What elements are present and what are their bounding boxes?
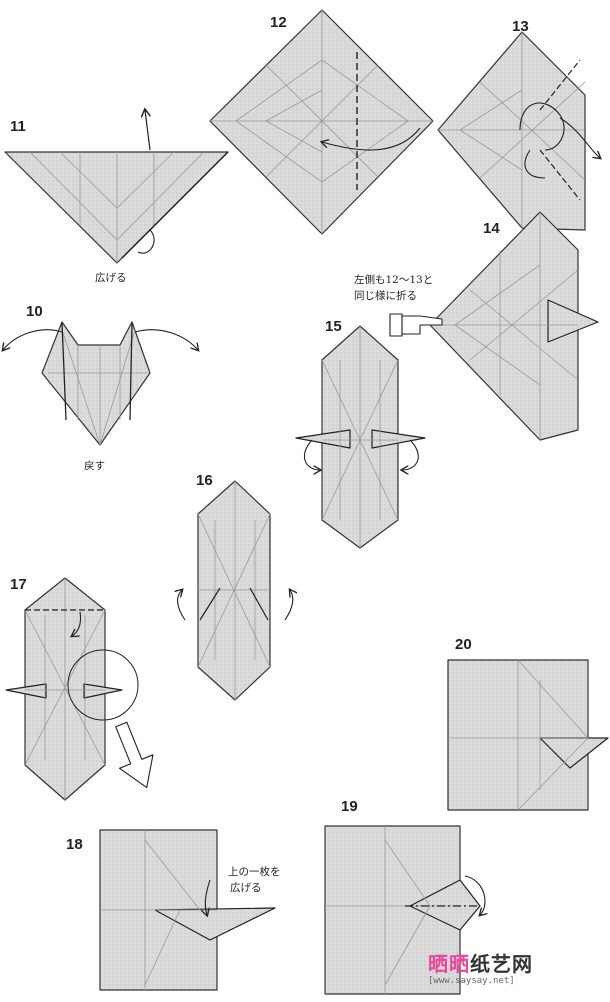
step-14-model: [429, 211, 599, 441]
step-18-note-line-1: 上の一枚を: [228, 866, 281, 878]
step-11-number: 11: [10, 118, 26, 135]
step-12-number: 12: [270, 14, 287, 31]
step-10-note: 戻す: [84, 460, 105, 472]
watermark-brand-b: 纸艺网: [470, 952, 533, 976]
watermark-brand: 晒晒纸艺网: [428, 948, 533, 977]
step-11-note: 広げる: [95, 272, 127, 284]
step-18-model: [99, 829, 276, 991]
step-19-model: [324, 825, 485, 995]
step-13-model: [437, 31, 600, 231]
watermark-url: [www.saysay.net]: [428, 976, 515, 986]
step-17-number: 17: [10, 576, 27, 593]
step-10-number: 10: [26, 303, 43, 320]
step-20-number: 20: [455, 636, 472, 653]
step-19-number: 19: [341, 798, 358, 815]
step-15-model: [295, 325, 426, 549]
step-18-number: 18: [66, 836, 83, 853]
step-16-number: 16: [196, 472, 213, 489]
step-15-number: 15: [325, 318, 342, 335]
pointing-hand-icon: [389, 313, 443, 337]
step-20-model: [447, 659, 609, 811]
step-17-model: [5, 577, 154, 801]
step-10-model: [3, 321, 198, 446]
step-13-number: 13: [512, 18, 529, 35]
step-12-model: [209, 9, 434, 235]
step-16-model: [177, 480, 292, 701]
step-18-note-line-2: 広げる: [230, 882, 262, 894]
step-14-note-line-1: 左側も12〜13と: [354, 274, 434, 286]
watermark: 晒晒纸艺网 [www.saysay.net]: [428, 948, 606, 994]
watermark-brand-a: 晒晒: [428, 952, 470, 976]
step-14-note-line-2: 同じ様に折る: [354, 290, 417, 302]
step-14-number: 14: [483, 220, 500, 237]
step-11-model: [4, 110, 229, 264]
